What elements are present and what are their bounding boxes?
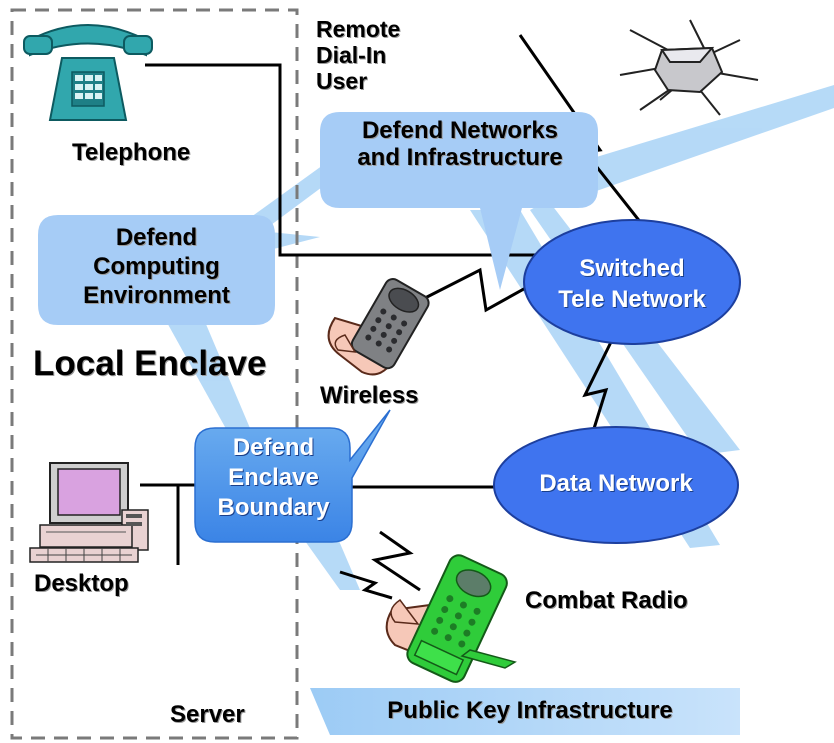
tele-data-link-zigzag <box>582 339 614 436</box>
beam-networks-top-right <box>570 85 834 195</box>
switched-tele-line-2: Tele Network <box>558 285 706 313</box>
defend-enclave-callout <box>194 409 391 543</box>
desktop-label: Desktop <box>34 570 129 597</box>
defend-networks-line-1: Defend Networks <box>361 117 559 144</box>
wireless-label: Wireless <box>320 382 419 409</box>
switched-tele-network-label: Switched Tele Network <box>524 254 740 315</box>
defend-computing-callout <box>38 215 275 325</box>
server-label: Server <box>170 701 245 728</box>
defend-enclave-boundary-label: Defend Enclave Boundary <box>195 433 352 523</box>
data-network-label: Data Network <box>539 470 693 497</box>
combat-radio-label: Combat Radio <box>525 587 688 614</box>
desktop-computer-icon <box>29 462 149 563</box>
defend-computing-line-2: Computing <box>93 252 220 280</box>
defend-enclave-line-3: Boundary <box>217 494 330 521</box>
telephone-icon <box>23 24 153 121</box>
wireless-link-zigzag <box>424 267 541 313</box>
remote-dial-in-user-label: Remote Dial-In User <box>316 16 401 94</box>
radio-handset-icon <box>385 554 517 683</box>
defend-networks-label: Defend Networks and Infrastructure <box>322 117 598 172</box>
remote-user-line-3: User <box>316 67 368 94</box>
defend-computing-label: Defend Computing Environment <box>38 224 275 310</box>
remote-user-line-1: Remote <box>316 16 401 42</box>
switched-tele-network-node <box>523 219 741 345</box>
defend-computing-line-1: Defend <box>115 224 198 251</box>
radio-link-zigzag-2 <box>339 570 393 600</box>
defend-computing-line-3: Environment <box>83 281 230 309</box>
telephone-label: Telephone <box>72 139 191 166</box>
pki-label: Public Key Infrastructure <box>387 697 673 724</box>
defend-enclave-line-1: Defend <box>232 434 315 461</box>
defend-networks-callout <box>320 112 598 290</box>
defend-networks-line-2: and Infrastructure <box>357 143 563 171</box>
remote-user-line-2: Dial-In <box>316 41 387 68</box>
pki-banner <box>310 688 740 735</box>
telephone-line <box>145 63 540 257</box>
satellite-icon <box>619 19 759 116</box>
data-network-node <box>493 426 739 544</box>
switched-tele-line-1: Switched <box>579 255 685 282</box>
radio-link-zigzag <box>371 530 421 592</box>
local-enclave-label: Local Enclave <box>33 344 267 383</box>
defend-enclave-line-2: Enclave <box>228 464 319 491</box>
cellphone-icon <box>327 278 430 376</box>
local-enclave-boundary <box>10 8 299 740</box>
beam-computing-down <box>160 310 255 445</box>
